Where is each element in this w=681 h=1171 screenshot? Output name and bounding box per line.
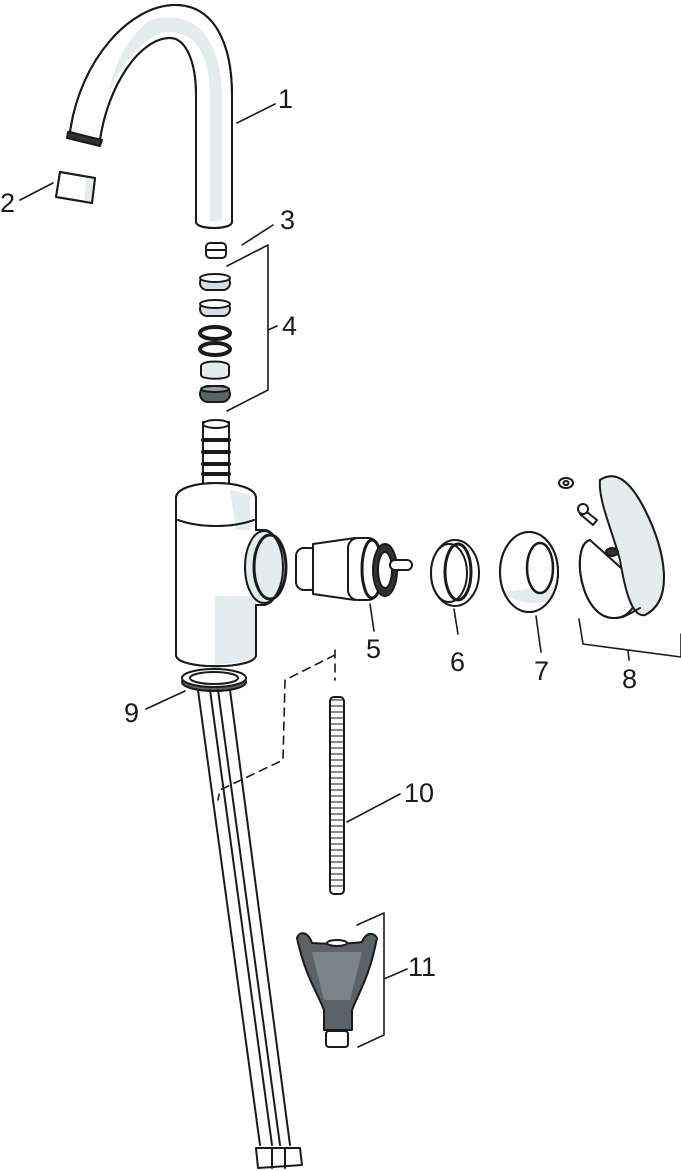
aerator-part — [55, 171, 96, 204]
leader-lines — [19, 103, 681, 1048]
callout-2: 2 — [0, 188, 16, 218]
cover-cap-part — [499, 531, 559, 613]
callout-3: 3 — [280, 205, 296, 235]
threaded-rod-part — [329, 696, 345, 895]
mounting-bracket-part — [296, 932, 378, 1048]
callout-7: 7 — [534, 656, 550, 686]
lever-handle-part — [558, 475, 665, 620]
callout-11: 11 — [408, 952, 437, 982]
callout-5: 5 — [366, 634, 382, 664]
spout-part — [66, 4, 233, 229]
callout-6: 6 — [450, 647, 466, 677]
callout-8: 8 — [622, 664, 638, 694]
supply-hoses-part — [197, 689, 303, 1169]
callout-1: 1 — [278, 84, 294, 114]
base-gasket-part — [181, 668, 247, 692]
cartridge-part — [295, 537, 413, 601]
ring-set-part — [198, 273, 232, 403]
valve-body-part — [175, 419, 288, 668]
assembly-guide-line — [217, 649, 336, 801]
nut-part — [205, 242, 227, 259]
threaded-ring-part — [430, 539, 480, 607]
callout-9: 9 — [124, 698, 140, 728]
callout-10: 10 — [404, 778, 435, 808]
callout-4: 4 — [282, 311, 298, 341]
